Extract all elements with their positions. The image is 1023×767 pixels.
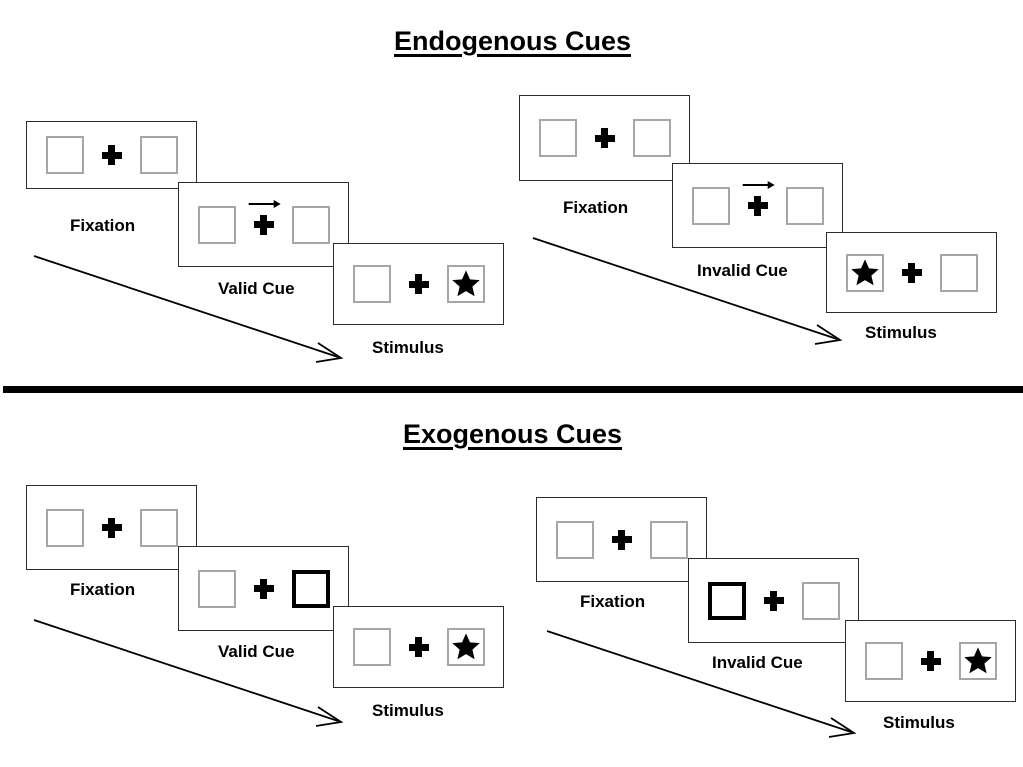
star-icon	[850, 257, 880, 287]
frame-exogenous-invalid-fixation[interactable]	[536, 497, 707, 582]
left-placeholder-box	[197, 569, 236, 608]
arrow-right-icon	[247, 198, 281, 210]
fixation-group	[611, 529, 632, 550]
fixation-group	[901, 262, 922, 283]
frame-endogenous-invalid-cue[interactable]	[672, 163, 843, 248]
right-placeholder-box	[291, 205, 330, 244]
frame-exogenous-valid-fixation[interactable]	[26, 485, 197, 570]
caption-endogenous-valid-stimulus: Stimulus	[372, 338, 444, 357]
frame-content	[827, 233, 996, 312]
frame-exogenous-invalid-cue[interactable]	[688, 558, 859, 643]
diagonal-sequence-arrow-icon	[529, 232, 849, 350]
diagonal-sequence-arrow-icon	[30, 250, 350, 368]
fixation-group	[101, 145, 122, 165]
caption-endogenous-invalid-stimulus: Stimulus	[865, 323, 937, 342]
caption-exogenous-valid-fixation: Fixation	[70, 580, 136, 599]
frame-content	[689, 559, 858, 642]
fixation-group	[763, 590, 784, 611]
fixation-group	[408, 274, 429, 294]
caption-exogenous-valid-stimulus: Stimulus	[372, 701, 444, 720]
fixation-group	[248, 199, 281, 235]
right-placeholder-box	[785, 186, 824, 225]
diagonal-sequence-arrow-icon	[30, 614, 350, 732]
fixation-group	[920, 651, 941, 671]
plus-cross-icon	[611, 529, 632, 550]
right-placeholder-box	[139, 508, 178, 547]
plus-cross-icon	[901, 262, 922, 283]
plus-cross-icon	[101, 517, 122, 538]
right-placeholder-box	[649, 520, 688, 559]
frame-content	[27, 486, 196, 569]
frame-endogenous-valid-cue[interactable]	[178, 182, 349, 267]
right-placeholder-box	[801, 581, 840, 620]
caption-endogenous-valid-fixation: Fixation	[70, 216, 136, 235]
frame-exogenous-valid-stimulus[interactable]	[333, 606, 504, 688]
star-icon	[963, 645, 993, 675]
frame-content	[334, 244, 503, 324]
frame-content	[537, 498, 706, 581]
left-placeholder-box	[352, 628, 391, 666]
right-placeholder-box	[632, 119, 671, 157]
star-icon	[451, 268, 481, 298]
right-placeholder-box	[139, 136, 178, 174]
left-placeholder-box-cued	[707, 581, 746, 620]
left-placeholder-box	[538, 119, 577, 157]
frame-exogenous-invalid-stimulus[interactable]	[845, 620, 1016, 702]
frame-content	[27, 122, 196, 188]
right-placeholder-box-with-target	[446, 628, 485, 666]
fixation-group	[742, 180, 775, 216]
frame-content	[334, 607, 503, 687]
fixation-group	[253, 578, 274, 599]
plus-cross-icon	[408, 637, 429, 657]
caption-endogenous-invalid-cue: Invalid Cue	[697, 261, 788, 280]
plus-cross-icon	[763, 590, 784, 611]
fixation-group	[101, 517, 122, 538]
caption-exogenous-invalid-cue: Invalid Cue	[712, 653, 803, 672]
fixation-group	[594, 128, 615, 148]
frame-content	[846, 621, 1015, 701]
frame-exogenous-valid-cue[interactable]	[178, 546, 349, 631]
section-title-exogenous: Exogenous Cues	[403, 419, 623, 449]
arrow-right-icon	[741, 179, 775, 191]
section-divider	[3, 386, 1023, 393]
left-placeholder-box	[691, 186, 730, 225]
frame-endogenous-invalid-stimulus[interactable]	[826, 232, 997, 313]
right-placeholder-box	[939, 253, 978, 292]
caption-exogenous-invalid-fixation: Fixation	[580, 592, 646, 611]
left-placeholder-box	[45, 508, 84, 547]
plus-cross-icon	[253, 578, 274, 599]
frame-content	[520, 96, 689, 180]
left-placeholder-box	[864, 642, 903, 680]
caption-endogenous-valid-cue: Valid Cue	[218, 279, 295, 298]
frame-content	[179, 183, 348, 266]
plus-cross-icon	[594, 128, 615, 148]
plus-cross-icon	[408, 274, 429, 294]
plus-cross-icon	[253, 214, 274, 235]
section-title-endogenous: Endogenous Cues	[394, 26, 632, 56]
left-placeholder-box-with-target	[845, 253, 884, 292]
caption-endogenous-invalid-fixation: Fixation	[563, 198, 629, 217]
plus-cross-icon	[101, 145, 122, 165]
frame-endogenous-valid-stimulus[interactable]	[333, 243, 504, 325]
plus-cross-icon	[920, 651, 941, 671]
left-placeholder-box	[352, 265, 391, 303]
right-placeholder-box-with-target	[446, 265, 485, 303]
left-placeholder-box	[197, 205, 236, 244]
caption-exogenous-valid-cue: Valid Cue	[218, 642, 295, 661]
left-placeholder-box	[555, 520, 594, 559]
star-icon	[451, 631, 481, 661]
frame-content	[179, 547, 348, 630]
frame-endogenous-invalid-fixation[interactable]	[519, 95, 690, 181]
frame-endogenous-valid-fixation[interactable]	[26, 121, 197, 189]
caption-exogenous-invalid-stimulus: Stimulus	[883, 713, 955, 732]
plus-cross-icon	[747, 195, 768, 216]
fixation-group	[408, 637, 429, 657]
frame-content	[673, 164, 842, 247]
right-placeholder-box-with-target	[958, 642, 997, 680]
right-placeholder-box-cued	[291, 569, 330, 608]
left-placeholder-box	[45, 136, 84, 174]
